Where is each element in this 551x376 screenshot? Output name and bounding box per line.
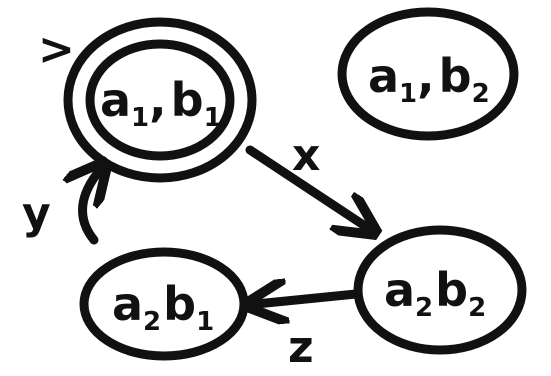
transition-a1b1-to-a2b2: [245, 145, 368, 228]
state-a1b2-label: a1,b2: [368, 49, 490, 109]
transition-label-x: x: [292, 130, 320, 181]
transition-label-z: z: [288, 322, 314, 373]
transition-a2b2-to-a2b1: [256, 294, 361, 304]
state-a2b1: a2b1: [79, 247, 249, 361]
state-a1b1-outer-ring: [63, 17, 257, 183]
transition-label-y: y: [22, 188, 51, 239]
state-a1b2-ring: [337, 7, 519, 141]
state-a2b1-label: a2b1: [112, 277, 214, 337]
state-a1b1-label: a1,b1: [100, 73, 222, 133]
state-a1b1: a1,b1: [63, 17, 257, 183]
state-a2b2: a2b2: [353, 225, 527, 355]
transition-a2b1-to-a1b1: [83, 170, 100, 245]
state-a2b2-label: a2b2: [384, 263, 486, 323]
state-a1b1-inner-ring: [85, 39, 235, 161]
state-a1b2: a1,b2: [337, 7, 519, 141]
initial-state-marker: >: [38, 24, 75, 75]
